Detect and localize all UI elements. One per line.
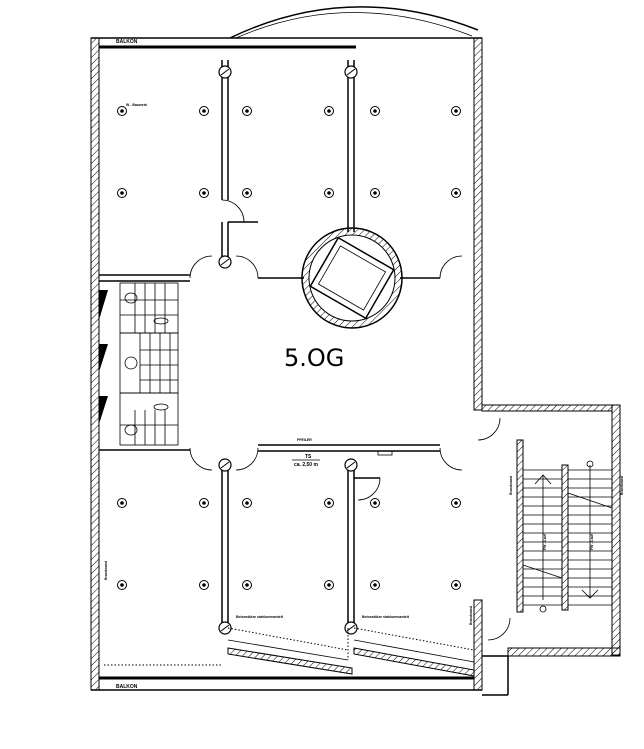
restroom-core [99,282,179,446]
ceiling-light-icon [324,188,334,198]
stair-run-down: FW - Lauf [590,533,594,550]
toilet-icon [124,292,138,304]
stair-run-up: FW - Lauf [543,533,547,550]
column-icon [218,65,232,79]
ceiling-light-icon [242,580,252,590]
column-icon [344,621,358,635]
ceiling-light-icon [370,106,380,116]
ceiling-light-icon [199,106,209,116]
slanted-facade [104,627,475,677]
exterior-walls [90,37,621,696]
ceiling-light-icon [451,188,461,198]
column-icon [218,621,232,635]
column-note-1: Betonstütze stahlummantelt [236,615,284,619]
ceiling-light-icon [324,106,334,116]
wall-note-left: Brandwand [104,561,108,580]
ceiling-light-icon [117,106,127,116]
ceiling-light-icon [451,498,461,508]
stair-note-left: Brandwand [509,476,513,495]
column-icon [218,255,232,269]
ceiling-light-icon [370,580,380,590]
ceiling-light-icon [199,580,209,590]
elevator-shaft [301,227,403,329]
stair-note-right: Brandwand [620,476,624,495]
ceiling-light-icon [242,188,252,198]
roof-arc [229,6,479,39]
column-icon [344,458,358,472]
ceiling-light-icon [370,188,380,198]
column-icon [218,458,232,472]
ceiling-light-icon [451,106,461,116]
column-icon [344,65,358,79]
sink-icon [153,403,169,411]
balcony-label-top: BALKON [116,39,138,45]
toilet-icon [124,424,138,436]
door-tag: TS [305,454,312,460]
ceiling-lights [117,106,461,590]
wall-note-right: Brandwand [469,606,473,625]
door-note: PFEILER [297,438,312,442]
columns [218,65,358,635]
ceiling-light-icon [199,498,209,508]
ceiling-light-icon [242,106,252,116]
ceiling-light-icon [242,498,252,508]
floor-label: 5.OG [284,344,344,372]
ceiling-light-icon [117,188,127,198]
ceiling-light-icon [324,498,334,508]
balcony-label-bottom: BALKON [116,684,138,690]
ceiling-light-icon [451,580,461,590]
ceiling-light-icon [199,188,209,198]
interior-walls [99,60,511,641]
ceiling-light-icon [117,580,127,590]
room-note: W - Bauwerk [126,103,147,107]
ceiling-light-icon [117,498,127,508]
ceiling-light-icon [324,580,334,590]
ceiling-light-icon [370,498,380,508]
sink-icon [153,317,169,325]
staircase [516,439,613,613]
sink-icon [124,356,138,370]
column-note-2: Betonstütze stahlummantelt [362,615,410,619]
door-width: ca. 2,50 m [294,462,318,468]
